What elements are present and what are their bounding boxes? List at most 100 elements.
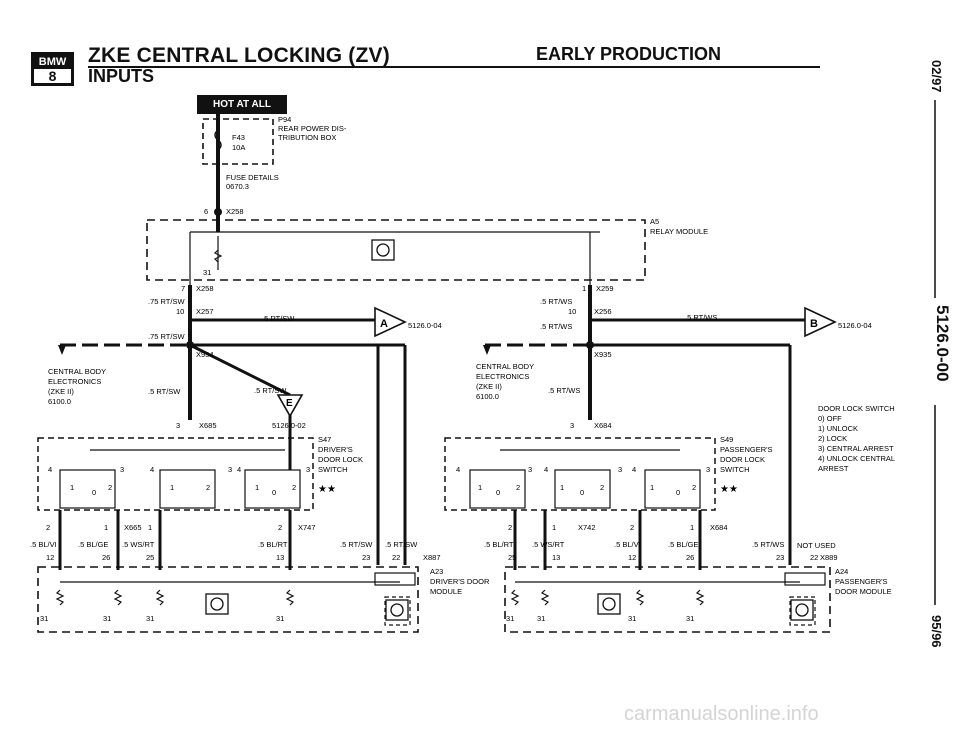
diagram-label: .5 RT/SW	[340, 540, 373, 549]
diagram-label: DOOR MODULE	[835, 587, 892, 596]
diagram-label: X934	[196, 350, 214, 359]
diagram-label: 3	[618, 465, 622, 474]
wire-segment	[795, 603, 809, 617]
legend-title: DOOR LOCK SWITCH	[818, 404, 895, 413]
diagram-label: 4	[456, 465, 460, 474]
diagram-label: 0	[496, 488, 500, 497]
diagram-label: 1	[70, 483, 74, 492]
wire-segment	[784, 572, 826, 586]
diagram-label: 2	[46, 523, 50, 532]
wire-segment	[285, 589, 295, 606]
diagram-label: 23	[362, 553, 370, 562]
diagram-label: A23	[430, 567, 443, 576]
diagram-label: 5126.0-02	[272, 421, 306, 430]
diagram-label: 31	[537, 614, 545, 623]
diagram-label: .5 RT/WS	[752, 540, 784, 549]
wire-segment	[390, 603, 404, 617]
diagram-label: 1	[560, 483, 564, 492]
diagram-label: 31	[686, 614, 694, 623]
arrow-a-ref: 5126.0-04	[408, 321, 442, 330]
diagram-label: .5 RT/SW	[385, 540, 418, 549]
diagram-label: 26	[686, 553, 694, 562]
watermark: carmanualsonline.info	[624, 703, 819, 725]
diagram-label: SWITCH	[318, 465, 348, 474]
wire-segment	[469, 469, 526, 509]
diagram-label: PASSENGER'S	[720, 445, 773, 454]
fuse-box	[202, 118, 274, 165]
wire-segment	[376, 243, 390, 257]
diagram-label: 2	[516, 483, 520, 492]
diagram-label: 1	[582, 284, 586, 293]
diagram-label: X742	[578, 523, 596, 532]
wire-segment	[635, 589, 645, 606]
diagram-label: .5 RT/SW	[262, 314, 295, 323]
diagram-label: 3	[306, 465, 310, 474]
diagram-label: .5 WS/RT	[532, 540, 565, 549]
diagram-label: 4	[48, 465, 52, 474]
relay-module-box	[146, 219, 646, 281]
diagram-label: ELECTRONICS	[476, 372, 529, 381]
diagram-label: DRIVER'S DOOR	[430, 577, 490, 586]
fuse-id: F43	[232, 133, 245, 142]
diagram-label: ★★	[318, 484, 336, 495]
diagram-label: 4	[632, 465, 636, 474]
diagram-label: 3	[176, 421, 180, 430]
wire-segment	[59, 469, 116, 509]
diagram-label: 6100.0	[48, 397, 71, 406]
diagram-label: 3	[528, 465, 532, 474]
wire-segment	[789, 596, 816, 626]
wire-segment	[554, 469, 611, 509]
diagram-label: 3) CENTRAL ARREST	[818, 444, 894, 453]
diagram-label: 4	[237, 465, 241, 474]
diagram-label: .75 RT/SW	[148, 297, 185, 306]
right-switch-box	[444, 437, 716, 511]
diagram-label: 1	[104, 523, 108, 532]
diagram-label: 1	[255, 483, 259, 492]
wire-segment	[540, 589, 550, 606]
wire-segment	[695, 589, 705, 606]
diagram-label: 25	[508, 553, 516, 562]
arrow-b-label: B	[810, 318, 818, 330]
diagram-label: 31	[203, 268, 211, 277]
arrow-e-icon	[276, 394, 304, 418]
hot-at-all-times-label: HOT AT ALL TIMES	[197, 95, 287, 129]
diagram-label: 1	[148, 523, 152, 532]
diagram-label: ELECTRONICS	[48, 377, 101, 386]
diagram-label: 3	[706, 465, 710, 474]
diagram-label: ★★	[720, 484, 738, 495]
wire-segment	[374, 572, 416, 586]
fuse-rating: 10A	[232, 143, 245, 152]
diagram-label: ARREST	[818, 464, 849, 473]
arrow-a-icon	[374, 306, 407, 338]
diagram-label: 3	[570, 421, 574, 430]
diagram-label: PASSENGER'S	[835, 577, 888, 586]
wire-segment	[58, 345, 66, 355]
arrow-e-label: E	[286, 398, 293, 409]
fuse-symbol	[214, 129, 222, 151]
diagram-label: .75 RT/SW	[148, 332, 185, 341]
diagram-label: .5 BL/GE	[78, 540, 108, 549]
diagram-label: 7	[181, 284, 185, 293]
diagram-label: 3	[120, 465, 124, 474]
diagram-label: X684	[594, 421, 612, 430]
diagram-label: 12	[628, 553, 636, 562]
diagram-label: 31	[276, 614, 284, 623]
diagram-label: SWITCH	[720, 465, 750, 474]
production-label: EARLY PRODUCTION	[536, 44, 722, 64]
diagram-label: X887	[423, 553, 441, 562]
wire-segment	[644, 469, 701, 509]
diagram-label: .5 BL/VI	[614, 540, 641, 549]
diagram-label: NOT USED	[797, 541, 836, 550]
series-label: 8	[48, 68, 57, 84]
wire-segment	[214, 208, 222, 216]
diagram-label: 0	[92, 488, 96, 497]
wire-segment	[189, 343, 291, 397]
wire-segment	[586, 341, 594, 349]
arrow-b-icon	[804, 306, 837, 338]
diagram-label: 10	[568, 307, 576, 316]
diagram-label: 10	[176, 307, 184, 316]
diagram-label: .5 RT/WS	[685, 313, 717, 322]
diagram-label: 31	[628, 614, 636, 623]
diagram-label: .5 RT/WS	[540, 297, 572, 306]
diagram-label: X258	[196, 284, 214, 293]
